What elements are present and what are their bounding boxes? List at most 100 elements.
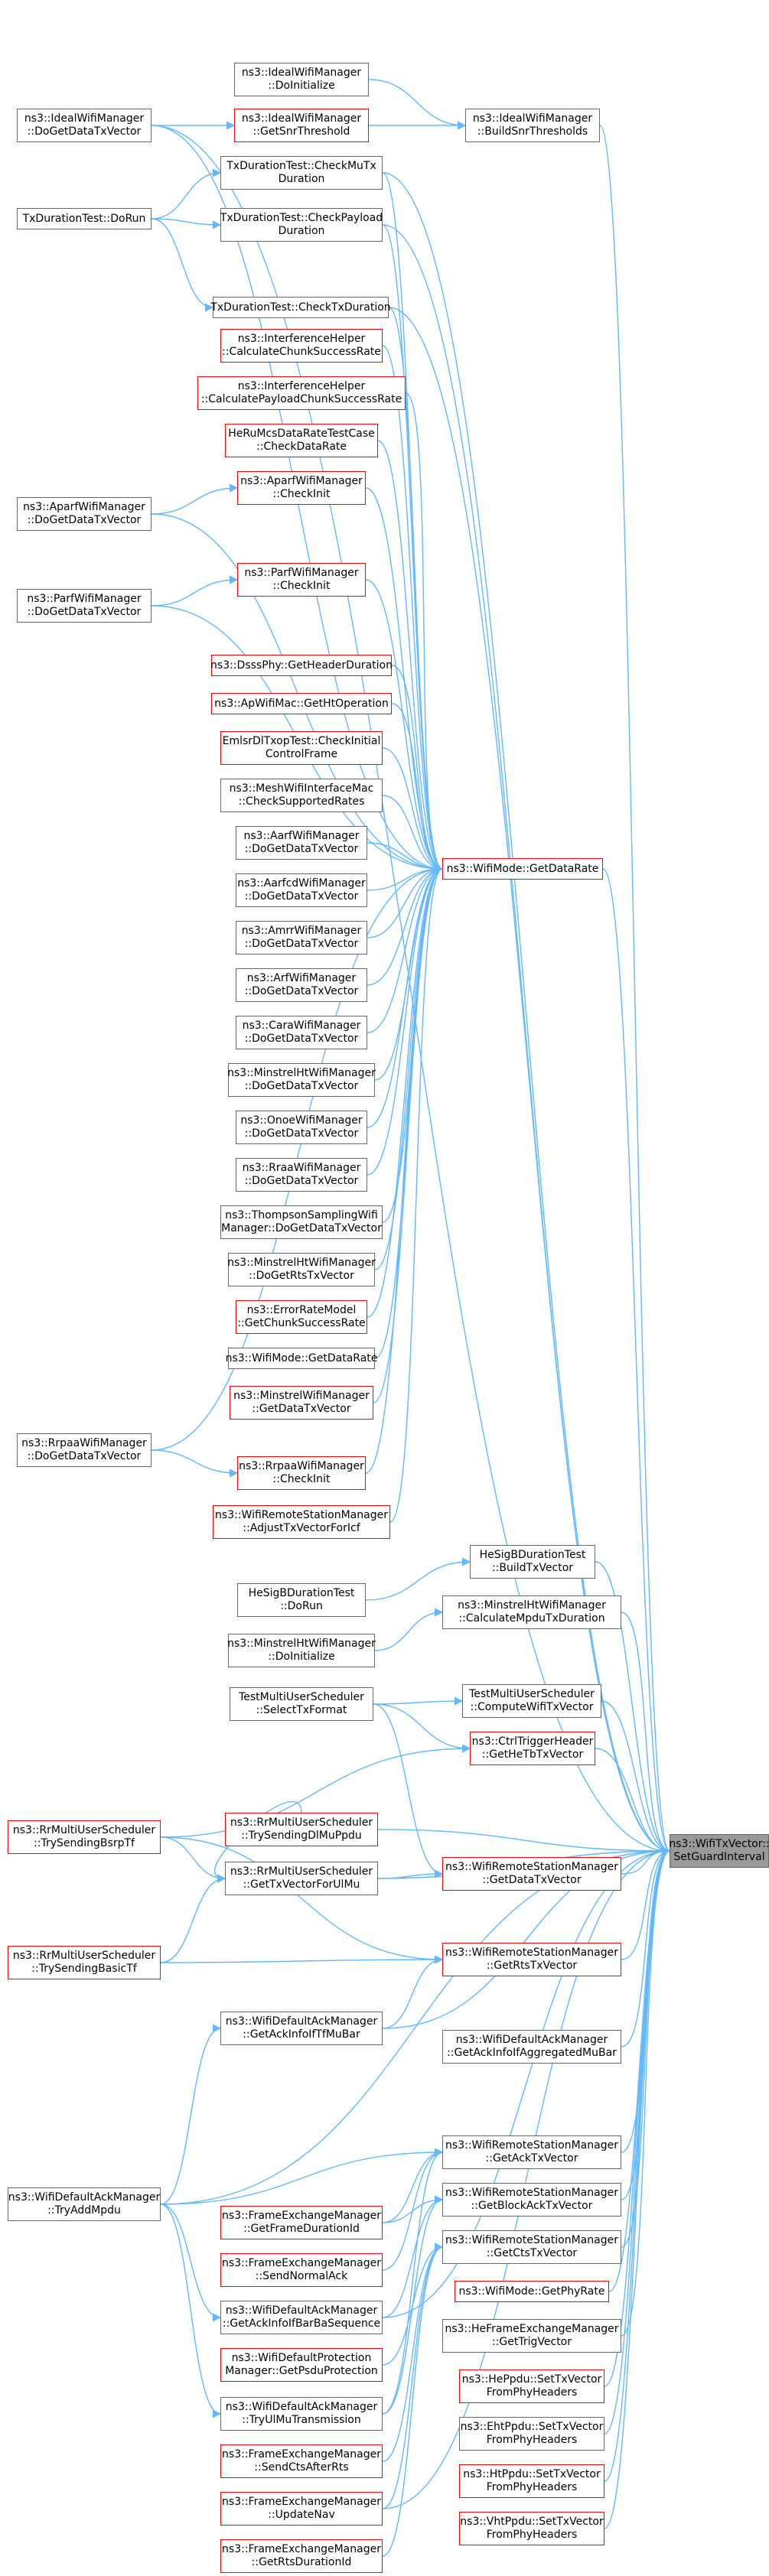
node-onoe[interactable]: ns3::OnoeWifiManager::DoGetDataTxVector: [236, 1111, 367, 1144]
node-hesigb-dorun[interactable]: HeSigBDurationTest::DoRun: [237, 1583, 366, 1617]
node-minstrelht-doinit[interactable]: ns3::MinstrelHtWifiManager::DoInitialize: [227, 1634, 376, 1667]
node-ideal-buildsnr[interactable]: ns3::IdealWifiManager::BuildSnrThreshold…: [465, 109, 600, 142]
node-minstrelht-rts[interactable]: ns3::MinstrelHtWifiManager::DoGetRtsTxVe…: [227, 1253, 376, 1286]
node-interf-payload[interactable]: ns3::InterferenceHelper::CalculatePayloa…: [197, 376, 406, 410]
node-ideal-getsnr[interactable]: ns3::IdealWifiManager::GetSnrThreshold: [234, 109, 369, 142]
node-rraa[interactable]: ns3::RraaWifiManager::DoGetDataTxVector: [236, 1158, 367, 1192]
node-aarf[interactable]: ns3::AarfWifiManager::DoGetDataTxVector: [236, 826, 367, 860]
node-label-line: ::CheckInit: [272, 1473, 331, 1485]
node-minstrelht-calc[interactable]: ns3::MinstrelHtWifiManager::CalculateMpd…: [442, 1595, 621, 1629]
node-rr-trybasic[interactable]: ns3::RrMultiUserScheduler::TrySendingBas…: [8, 1946, 161, 1979]
node-parf-dogettx[interactable]: ns3::ParfWifiManager::DoGetDataTxVector: [17, 589, 152, 623]
node-label-line: ns3::WifiDefaultAckManager: [225, 2304, 378, 2317]
node-label-line: ns3::IdealWifiManager: [241, 67, 362, 79]
edge-parf-dogettx-to-parf-checkinit: [151, 575, 239, 607]
node-dsss[interactable]: ns3::DsssPhy::GetHeaderDuration: [210, 655, 393, 676]
node-hefem-gettrig[interactable]: ns3::HeFrameExchangeManager::GetTrigVect…: [442, 2319, 621, 2353]
node-hesigb-build[interactable]: HeSigBDurationTest::BuildTxVector: [470, 1545, 595, 1579]
node-label-line: ::CalculateMpduTxDuration: [458, 1612, 605, 1625]
node-aparf-checkinit[interactable]: ns3::AparfWifiManager::CheckInit: [237, 471, 366, 505]
node-label-line: HeRuMcsDataRateTestCase: [228, 428, 375, 440]
node-apwifimac[interactable]: ns3::ApWifiMac::GetHtOperation: [211, 693, 392, 714]
node-label-line: ::ComputeWifiTxVector: [470, 1701, 594, 1713]
node-rrpaa-dogettx[interactable]: ns3::RrpaaWifiManager::DoGetDataTxVector: [17, 1433, 152, 1467]
edge-rraa-to-getdatarate: [367, 864, 444, 1176]
node-fem-getrtsdur[interactable]: ns3::FrameExchangeManager::GetRtsDuratio…: [220, 2539, 383, 2573]
edge-heru-check-to-getdatarate: [377, 440, 444, 873]
node-errorrate[interactable]: ns3::ErrorRateModel::GetChunkSuccessRate: [236, 1300, 367, 1334]
node-label-line: ::BuildSnrThresholds: [477, 125, 588, 138]
node-parf-checkinit[interactable]: ns3::ParfWifiManager::CheckInit: [237, 563, 366, 597]
node-wrsm-getcts[interactable]: ns3::WifiRemoteStationManager::GetCtsTxV…: [442, 2230, 621, 2264]
node-label-line: ns3::ParfWifiManager: [27, 593, 142, 605]
node-tmus-select[interactable]: TestMultiUserScheduler::SelectTxFormat: [230, 1687, 373, 1721]
node-wifimode-getphy[interactable]: ns3::WifiMode::GetPhyRate: [455, 2281, 609, 2302]
node-wrsm-getrts[interactable]: ns3::WifiRemoteStationManager::GetRtsTxV…: [442, 1943, 621, 1976]
node-wdam-getackaggr[interactable]: ns3::WifiDefaultAckManager::GetAckInfoIf…: [442, 2030, 621, 2064]
node-fem-getframedur[interactable]: ns3::FrameExchangeManager::GetFrameDurat…: [220, 2206, 383, 2239]
node-label-line: TestMultiUserScheduler: [469, 1688, 595, 1700]
edge-hefem-gettrig-to-target: [621, 1846, 671, 2337]
node-label-line: ::TryUlMuTransmission: [242, 2414, 361, 2426]
node-minstrel-gettx[interactable]: ns3::MinstrelWifiManager::GetDataTxVecto…: [230, 1386, 373, 1420]
node-ideal-dogettx[interactable]: ns3::IdealWifiManager::DoGetDataTxVector: [17, 109, 152, 142]
node-txd-checktx[interactable]: TxDurationTest::CheckTxDuration: [210, 297, 391, 318]
node-label-line: ::DoGetDataTxVector: [244, 938, 359, 950]
node-fem-sendcts[interactable]: ns3::FrameExchangeManager::SendCtsAfterR…: [220, 2444, 383, 2478]
node-label-line: ::TrySendingBsrpTf: [34, 1837, 135, 1849]
node-wdam-getackinfotf[interactable]: ns3::WifiDefaultAckManager::GetAckInfoIf…: [220, 2012, 383, 2045]
node-tmus-compute[interactable]: TestMultiUserScheduler::ComputeWifiTxVec…: [462, 1684, 601, 1718]
node-rr-trydlmu[interactable]: ns3::RrMultiUserScheduler::TrySendingDlM…: [225, 1813, 378, 1846]
node-rrpaa-checkinit[interactable]: ns3::RrpaaWifiManager::CheckInit: [237, 1456, 366, 1490]
node-fem-updatenav[interactable]: ns3::FrameExchangeManager::UpdateNav: [220, 2492, 383, 2526]
node-rr-trybsrp[interactable]: ns3::RrMultiUserScheduler::TrySendingBsr…: [8, 1820, 161, 1854]
node-ctrltrigger[interactable]: ns3::CtrlTriggerHeader::GetHeTbTxVector: [470, 1732, 595, 1765]
node-label-line: ns3::WifiMode::GetDataRate: [225, 1351, 378, 1364]
node-aparf-dogettx[interactable]: ns3::AparfWifiManager::DoGetDataTxVector: [17, 497, 152, 531]
node-amrr[interactable]: ns3::AmrrWifiManager::DoGetDataTxVector: [236, 921, 367, 955]
node-cara[interactable]: ns3::CaraWifiManager::DoGetDataTxVector: [236, 1016, 367, 1049]
node-txd-dorun[interactable]: TxDurationTest::DoRun: [17, 208, 152, 229]
node-interf-chunk[interactable]: ns3::InterferenceHelper::CalculateChunkS…: [220, 329, 383, 363]
node-label-line: ns3::HeFrameExchangeManager: [445, 2323, 619, 2335]
node-wrsm-getdatatx[interactable]: ns3::WifiRemoteStationManager::GetDataTx…: [442, 1857, 621, 1891]
node-fem-sendnormalack[interactable]: ns3::FrameExchangeManager::SendNormalAck: [220, 2253, 383, 2287]
node-mesh[interactable]: ns3::MeshWifiInterfaceMac::CheckSupporte…: [220, 779, 383, 812]
edge-errorrate-to-getdatarate: [367, 864, 444, 1318]
edge-getdatarate-to-target: [602, 868, 671, 1856]
node-label-line: ::GetDataTxVector: [482, 1874, 582, 1886]
node-wdam-getackbar[interactable]: ns3::WifiDefaultAckManager::GetAckInfoIf…: [220, 2301, 383, 2334]
node-wdam-tryulmu[interactable]: ns3::WifiDefaultAckManager::TryUlMuTrans…: [220, 2397, 383, 2431]
node-wrsm-adjust[interactable]: ns3::WifiRemoteStationManager::AdjustTxV…: [213, 1505, 390, 1539]
node-ideal-doinit[interactable]: ns3::IdealWifiManager::DoInitialize: [234, 63, 369, 96]
node-label-line: ns3::CaraWifiManager: [242, 1020, 361, 1032]
node-label-line: TxDurationTest::CheckTxDuration: [210, 301, 391, 314]
node-wrsm-getblockack[interactable]: ns3::WifiRemoteStationManager::GetBlockA…: [442, 2183, 621, 2217]
node-wrsm-getack[interactable]: ns3::WifiRemoteStationManager::GetAckTxV…: [442, 2135, 621, 2169]
node-label-line: ::GetAckTxVector: [485, 2152, 578, 2165]
node-label-line: ns3::EhtPpdu::SetTxVector: [460, 2421, 604, 2433]
node-label-line: ns3::WifiDefaultAckManager: [455, 2034, 608, 2046]
node-rr-gettxul[interactable]: ns3::RrMultiUserScheduler::GetTxVectorFo…: [225, 1862, 378, 1895]
node-wifimode-getdr[interactable]: ns3::WifiMode::GetDataRate: [225, 1348, 378, 1369]
node-getdatarate[interactable]: ns3::WifiMode::GetDataRate: [442, 858, 603, 880]
node-heru-check[interactable]: HeRuMcsDataRateTestCase::CheckDataRate: [225, 424, 378, 457]
node-label-line: ns3::MinstrelHtWifiManager: [458, 1599, 606, 1612]
node-label-line: ns3::CtrlTriggerHeader: [471, 1735, 594, 1748]
node-label-line: ::CheckInit: [272, 488, 331, 500]
node-wdam-tryadd[interactable]: ns3::WifiDefaultAckManager::TryAddMpdu: [8, 2187, 161, 2221]
node-minstrelht[interactable]: ns3::MinstrelHtWifiManager::DoGetDataTxV…: [227, 1063, 376, 1097]
node-target[interactable]: ns3::WifiTxVector::SetGuardInterval: [669, 1834, 769, 1868]
node-label-line: TestMultiUserScheduler: [239, 1691, 364, 1703]
node-aarfcd[interactable]: ns3::AarfcdWifiManager::DoGetDataTxVecto…: [236, 873, 367, 907]
node-arf[interactable]: ns3::ArfWifiManager::DoGetDataTxVector: [236, 968, 367, 1002]
